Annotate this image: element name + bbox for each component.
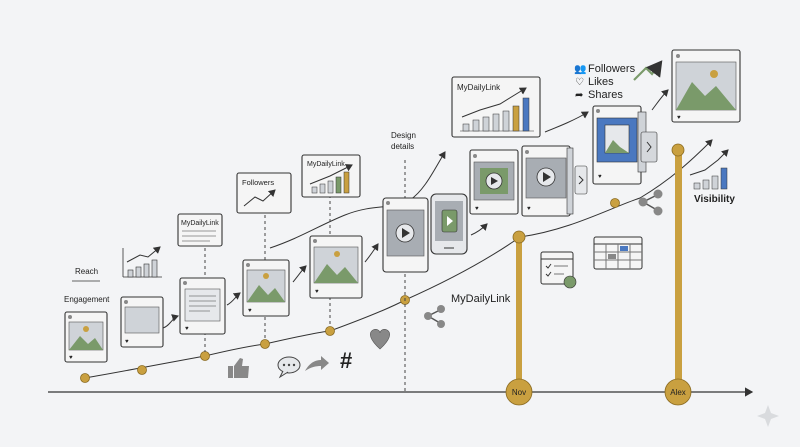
stats-list: 👥 Followers ♡ Likes ➦ Shares (574, 60, 663, 101)
visibility-label: Visibility (694, 194, 735, 205)
marker-nov-label: Nov (512, 388, 526, 397)
followers-label: Followers (588, 63, 636, 75)
heart-outline-icon: ♡ (575, 77, 584, 88)
sparkle-icon (757, 405, 779, 427)
svg-text:♥: ♥ (677, 115, 681, 121)
svg-text:♥: ♥ (125, 339, 129, 345)
speech-bubble-icon (277, 356, 301, 379)
shares-label: Shares (588, 89, 623, 101)
schedule-grid-icon (593, 236, 643, 270)
phone-video (430, 193, 488, 255)
svg-text:♥: ♥ (598, 174, 602, 180)
svg-text:♥: ♥ (248, 308, 252, 314)
post-card-8: ♥ (521, 145, 588, 217)
reach-label: Reach (75, 267, 98, 276)
milestone-nov: Nov (505, 230, 533, 406)
svg-text:♥: ♥ (185, 326, 189, 332)
mydailylink-card-label: MyDailyLink (307, 161, 345, 168)
engagement-label: Engagement (64, 295, 110, 304)
mydailylink-chart-card: MyDailyLink (451, 76, 541, 138)
post-card-1: ♥ (64, 311, 108, 363)
followers-icon: 👥 (574, 64, 586, 75)
calendar-icon (540, 251, 577, 289)
mydailylink-mid-label: MyDailyLink (451, 293, 511, 305)
hashtag-icon: # (340, 348, 352, 373)
share-icon: ➦ (575, 90, 583, 101)
share-arrow-icon (305, 356, 329, 371)
post-card-9: ♥ (592, 105, 658, 185)
post-card-10: ♥ (671, 49, 741, 123)
svg-text:♥: ♥ (475, 206, 479, 212)
mini-bar-chart-1 (122, 246, 162, 278)
mydailylink-card-small: MyDailyLink (177, 213, 223, 247)
heart-icon (370, 329, 390, 350)
followers-card: Followers (236, 172, 292, 214)
design-label-line2: details (391, 142, 414, 151)
mydailylink-small-label: MyDailyLink (181, 220, 219, 227)
network-icon (424, 305, 445, 328)
mydailylink-top-label: MyDailyLink (457, 83, 501, 92)
network-icon-right (638, 189, 663, 216)
curve-dots (80, 198, 620, 383)
svg-text:♥: ♥ (315, 289, 319, 295)
followers-card-label: Followers (242, 178, 274, 187)
milestone-alex: Alex (664, 143, 692, 406)
visibility-chart: Visibility (689, 149, 735, 205)
post-card-3: ♥ (162, 277, 226, 335)
likes-label: Likes (588, 76, 614, 88)
post-card-6 (364, 197, 429, 273)
post-card-7: ♥ (469, 149, 519, 215)
thumbs-up-icon (228, 358, 249, 378)
design-label-line1: Design (391, 131, 416, 140)
post-card-4: ♥ (226, 259, 290, 317)
marker-alex-label: Alex (670, 388, 686, 397)
post-card-2: ♥ (120, 296, 164, 348)
svg-text:♥: ♥ (527, 206, 531, 212)
mydailylink-card-mid: MyDailyLink (301, 154, 361, 198)
post-card-5: ♥ (292, 235, 363, 299)
svg-text:♥: ♥ (69, 355, 73, 361)
